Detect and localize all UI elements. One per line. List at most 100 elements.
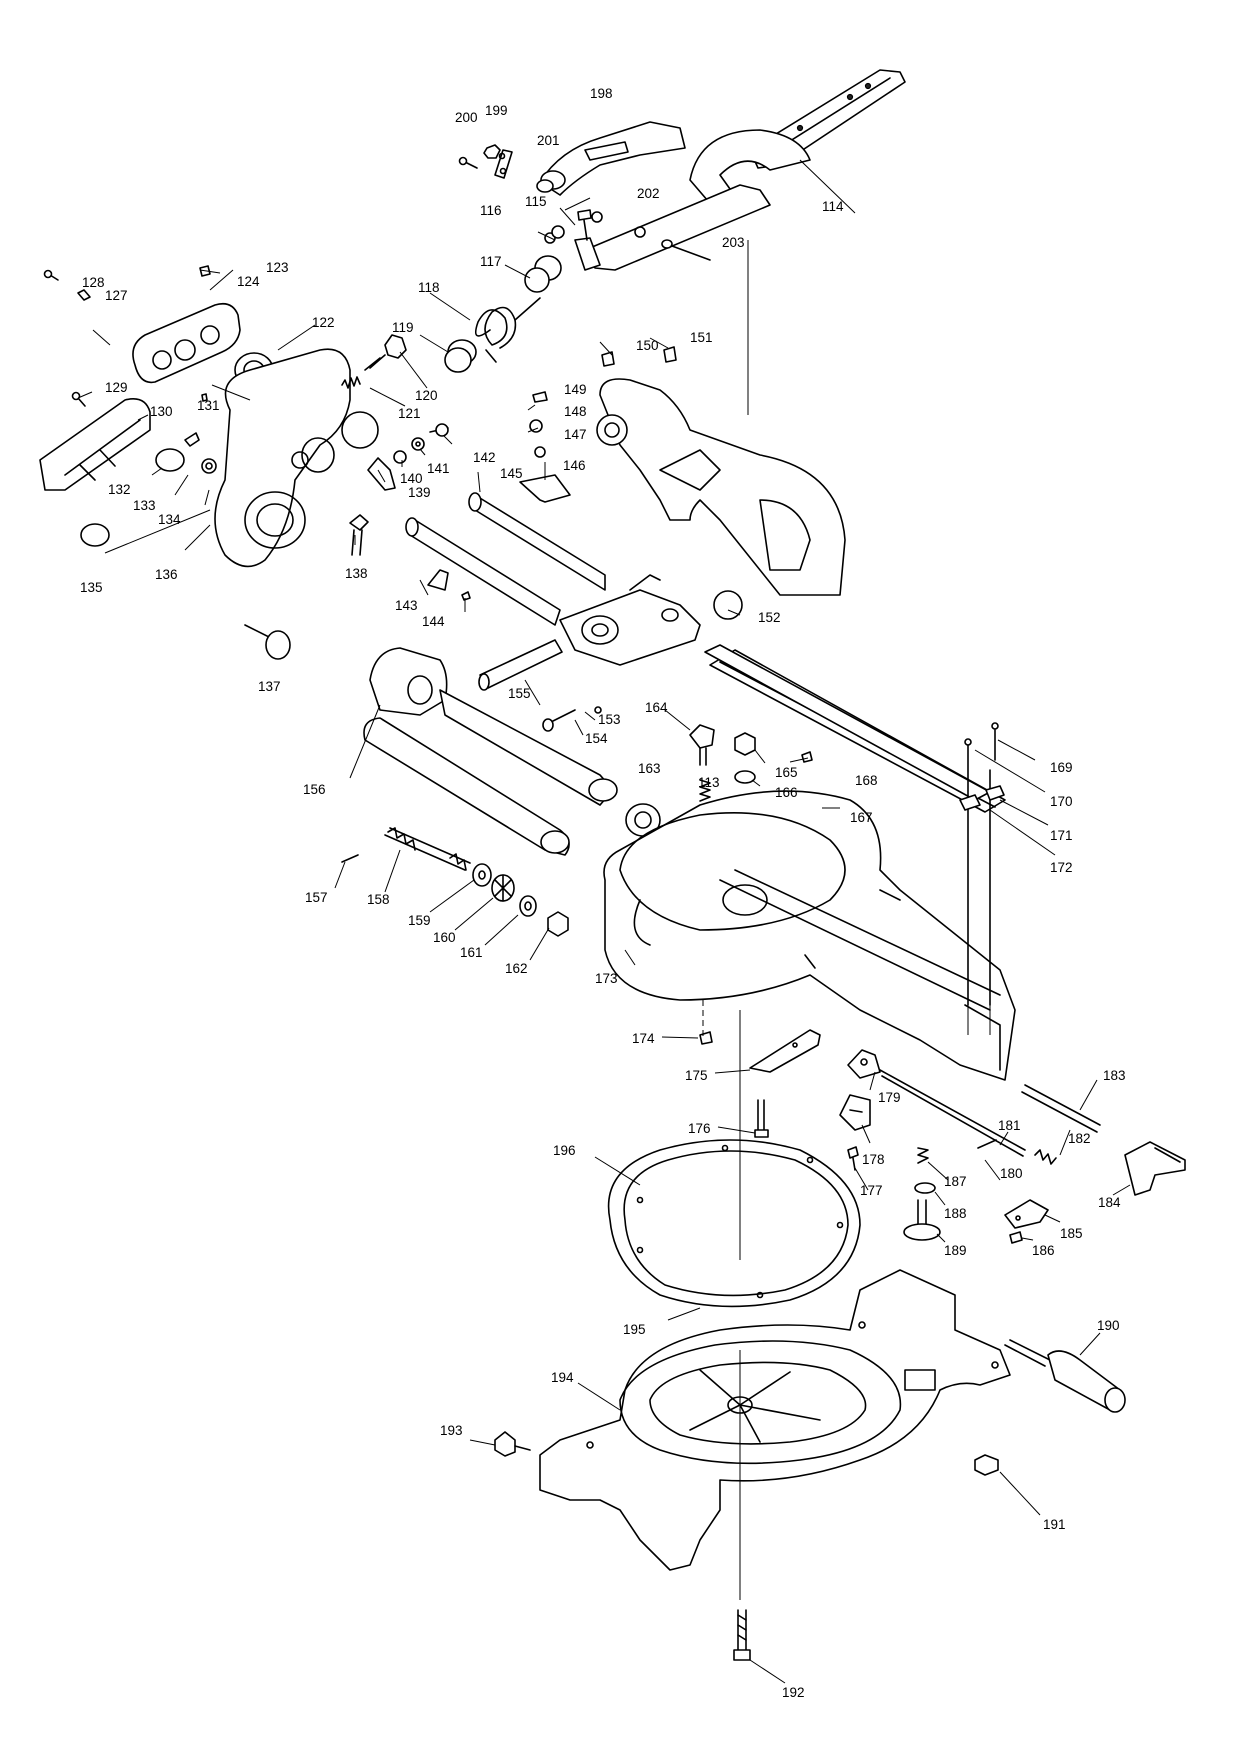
- label-128: 128: [82, 275, 105, 290]
- pin-180: [977, 1139, 997, 1149]
- rail-screws-169-171: [959, 722, 1005, 1006]
- handle-housing-136: [214, 348, 379, 568]
- nut-165: [734, 732, 756, 784]
- label-170: 170: [1050, 794, 1073, 809]
- ball-152: [713, 590, 743, 620]
- ring-196: [607, 1139, 861, 1308]
- label-187: 187: [944, 1174, 967, 1189]
- spring-113: [699, 779, 711, 802]
- label-147: 147: [564, 427, 587, 442]
- label-113: 113: [698, 775, 720, 790]
- rod-145: [468, 492, 606, 591]
- label-116: 116: [480, 203, 502, 218]
- label-159: 159: [408, 913, 431, 928]
- bracket-179: [847, 1049, 881, 1079]
- label-176: 176: [688, 1121, 711, 1136]
- handle-small-parts: [43, 265, 217, 547]
- pin-157: [341, 854, 359, 863]
- label-148: 148: [564, 404, 587, 419]
- label-179: 179: [878, 1090, 901, 1105]
- label-127: 127: [105, 288, 128, 303]
- screw-154: [542, 706, 602, 732]
- washers-140-142: [393, 423, 449, 464]
- label-143: 143: [395, 598, 418, 613]
- label-199: 199: [485, 103, 508, 118]
- label-140: 140: [400, 471, 423, 486]
- label-201: 201: [537, 133, 560, 148]
- label-144: 144: [422, 614, 445, 629]
- label-124: 124: [237, 274, 260, 289]
- spring-121: [341, 376, 361, 389]
- bracket-175: [749, 1029, 821, 1073]
- knob-164: [689, 724, 715, 766]
- threaded-rod-158: [384, 827, 471, 871]
- label-117: 117: [480, 254, 502, 269]
- hinge-fasteners: [529, 346, 677, 458]
- washers-159-162: [472, 863, 569, 937]
- label-152: 152: [758, 610, 781, 625]
- bracket-178: [839, 1094, 871, 1131]
- label-181: 181: [998, 1118, 1021, 1133]
- label-151: 151: [690, 330, 713, 345]
- label-202: 202: [637, 186, 660, 201]
- thumb-screw-193: [494, 1431, 531, 1457]
- bushing-119: [444, 339, 477, 373]
- label-200: 200: [455, 110, 478, 125]
- screw-174: [699, 1031, 713, 1045]
- label-164: 164: [645, 700, 668, 715]
- bracket-185: [1004, 1199, 1049, 1229]
- label-145: 145: [500, 466, 523, 481]
- label-114: 114: [822, 199, 844, 214]
- label-185: 185: [1060, 1226, 1083, 1241]
- lever-arm: [536, 121, 686, 196]
- label-146: 146: [563, 458, 586, 473]
- label-175: 175: [685, 1068, 708, 1083]
- label-169: 169: [1050, 760, 1073, 775]
- label-160: 160: [433, 930, 456, 945]
- label-191: 191: [1043, 1517, 1066, 1532]
- label-155: 155: [508, 686, 531, 701]
- pin-137: [244, 624, 291, 660]
- label-123: 123: [266, 260, 289, 275]
- label-172: 172: [1050, 860, 1073, 875]
- label-142: 142: [473, 450, 496, 465]
- part-labels: 114 115 116 117 118 119 120 121 122 123 …: [80, 86, 1126, 1700]
- bolt-192: [733, 1609, 751, 1661]
- label-134: 134: [158, 512, 181, 527]
- washer-188: [914, 1182, 936, 1194]
- nut-191: [974, 1454, 999, 1476]
- label-180: 180: [1000, 1166, 1023, 1181]
- bracket-143: [427, 569, 471, 601]
- label-120: 120: [415, 388, 438, 403]
- rail-holder-156: [363, 647, 618, 856]
- label-162: 162: [505, 961, 528, 976]
- label-138: 138: [345, 566, 368, 581]
- carriage-block: [559, 574, 701, 666]
- label-184: 184: [1098, 1195, 1121, 1210]
- label-189: 189: [944, 1243, 967, 1258]
- screw-177: [847, 1146, 859, 1171]
- label-133: 133: [133, 498, 156, 513]
- pedal-184: [1124, 1141, 1186, 1196]
- spring-187: [917, 1147, 929, 1164]
- cover-plate-123: [132, 302, 241, 384]
- upper-blade-guard: [574, 129, 811, 271]
- label-119: 119: [392, 320, 414, 335]
- label-173: 173: [595, 971, 618, 986]
- bushing-117: [524, 255, 562, 293]
- label-129: 129: [105, 380, 128, 395]
- leader-lines: [77, 159, 1131, 1684]
- label-115: 115: [525, 194, 547, 209]
- label-196: 196: [553, 1143, 576, 1158]
- label-198: 198: [590, 86, 613, 101]
- label-141: 141: [427, 461, 450, 476]
- label-136: 136: [155, 567, 178, 582]
- label-154: 154: [585, 731, 608, 746]
- label-186: 186: [1032, 1243, 1055, 1258]
- label-158: 158: [367, 892, 390, 907]
- label-168: 168: [855, 773, 878, 788]
- label-183: 183: [1103, 1068, 1126, 1083]
- label-161: 161: [460, 945, 483, 960]
- label-177: 177: [860, 1183, 883, 1198]
